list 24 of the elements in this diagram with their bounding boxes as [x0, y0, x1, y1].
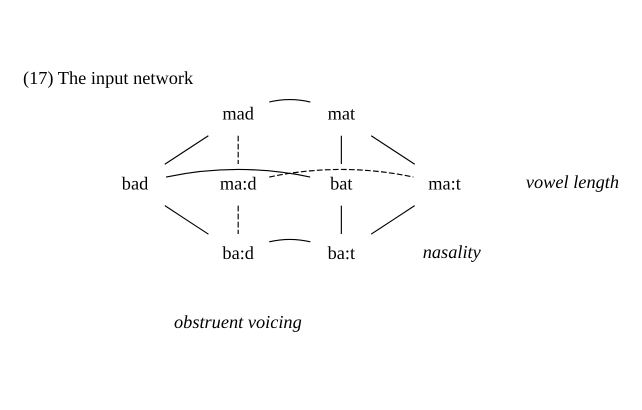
connector	[370, 205, 415, 235]
node-text: bad	[122, 173, 148, 194]
connector	[164, 205, 209, 235]
connector	[370, 135, 416, 165]
label: nasality	[422, 242, 481, 262]
connector	[340, 206, 342, 234]
diagram-title: (17) The input network	[22, 68, 194, 88]
connector	[164, 135, 209, 165]
node-text: ma:d	[220, 173, 257, 194]
connector	[166, 168, 310, 178]
node-text: ba:t	[328, 243, 356, 264]
label: vowel length	[526, 172, 620, 192]
connector	[269, 238, 310, 242]
connector	[238, 136, 239, 164]
node-text: mat	[328, 103, 356, 124]
node-text: mad	[222, 103, 254, 124]
connector	[269, 168, 414, 178]
connector	[340, 136, 342, 164]
label: obstruent voicing	[174, 312, 302, 332]
connector	[238, 206, 239, 234]
connector	[269, 98, 310, 103]
node-text: ba:d	[222, 243, 254, 264]
node-text: bat	[330, 173, 353, 194]
node-text: ma:t	[428, 173, 461, 194]
